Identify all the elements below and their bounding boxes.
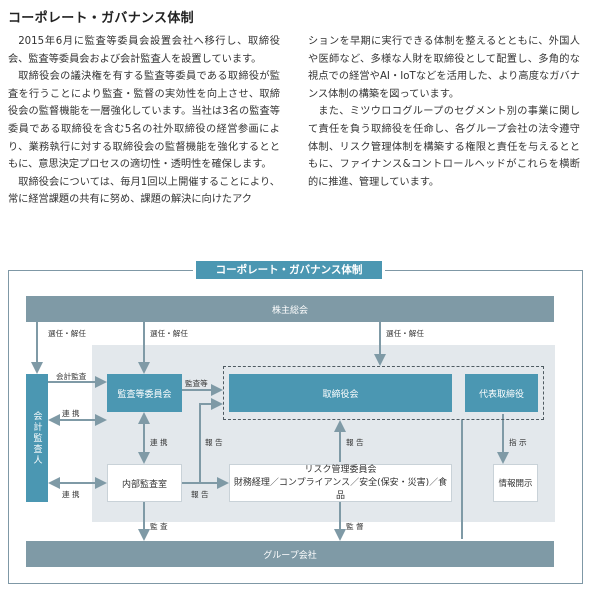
paragraph: また、ミツウロコグループのセグメント別の事業に関して責任を負う取締役を任命し、各…	[308, 106, 580, 188]
paragraph: 2015年6月に監査等委員会設置会社へ移行し、取締役会、監査等委員会および会計監…	[8, 36, 280, 65]
label-senin-2: 選任・解任	[150, 329, 188, 338]
box-joho-kaiji: 情報開示	[493, 464, 538, 502]
box-risk-kanri: リスク管理委員会 財務経理／コンプライアンス／安全(保安・災害)／食品	[229, 464, 452, 502]
box-kaikei-kansanin: 会計監査人	[26, 374, 48, 502]
label-senin-1: 選任・解任	[48, 329, 86, 338]
box-torishimariyakukai: 取締役会	[229, 374, 452, 412]
label-hokoku-1: 報 告	[205, 438, 223, 447]
box-daihyo-torishimariyaku: 代表取締役	[465, 374, 538, 412]
board-dashed-outline	[223, 366, 544, 420]
body-text-left: 2015年6月に監査等委員会設置会社へ移行し、取締役会、監査等委員会および会計監…	[8, 33, 280, 209]
label-kaikei-kansa: 会計監査	[56, 372, 87, 381]
label-shiji: 指 示	[509, 438, 527, 447]
label-kansa-bottom: 監 査	[150, 522, 168, 531]
paragraph: 取締役会の議決権を有する監査等委員である取締役が監査を行うことにより監査・監督の…	[8, 71, 280, 171]
label-senin-3: 選任・解任	[386, 329, 424, 338]
box-naibu-kansashitsu: 内部監査室	[107, 464, 182, 502]
box-kabunushi: 株主総会	[26, 296, 554, 322]
section-heading: コーポレート・ガバナンス体制	[8, 11, 194, 26]
paragraph: ションを早期に実行できる体制を整えるとともに、外国人や医師など、多様な人財を取締…	[308, 36, 580, 100]
label-hokoku-2: 報 告	[191, 490, 209, 499]
label-kansa-to: 監査等	[185, 379, 208, 388]
box-group-companies: グループ会社	[26, 541, 554, 567]
body-text-right: ションを早期に実行できる体制を整えるとともに、外国人や医師など、多様な人財を取締…	[308, 33, 580, 191]
label-hokoku-3: 報 告	[346, 438, 364, 447]
label-renkei-2: 連 携	[150, 438, 168, 447]
label-renkei-3: 連 携	[62, 490, 80, 499]
diagram-title: コーポレート・ガバナンス体制	[193, 258, 385, 282]
label-kantoku: 監 督	[346, 522, 364, 531]
box-kansa-iinkai: 監査等委員会	[107, 374, 182, 412]
risk-title: リスク管理委員会	[304, 464, 377, 475]
risk-subtitle: 財務経理／コンプライアンス／安全(保安・災害)／食品	[233, 477, 448, 501]
paragraph: 取締役会については、毎月1回以上開催することにより、常に経営課題の共有に努め、課…	[8, 176, 280, 206]
box-kaikei-label: 会計監査人	[31, 410, 42, 466]
label-renkei-1: 連 携	[62, 409, 80, 418]
arrow-hokoku-naibu-torishimari	[199, 398, 223, 483]
